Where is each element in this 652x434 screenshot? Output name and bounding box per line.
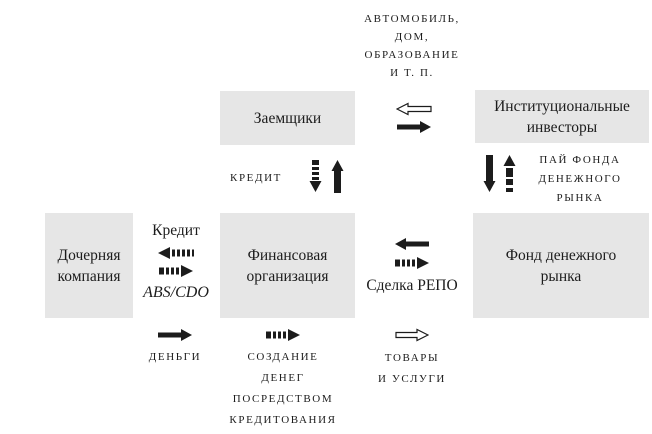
money-creation-flow: СОЗДАНИЕ ДЕНЕГ ПОСРЕДСТВОМ КРЕДИТОВАНИЯ bbox=[223, 329, 343, 431]
money-flow: ДЕНЬГИ bbox=[133, 329, 217, 367]
box-money-market-fund-label: рынка bbox=[540, 267, 582, 285]
box-financial-org-label: Финансовая bbox=[247, 246, 328, 264]
credit-vertical-arrows bbox=[309, 160, 344, 193]
arrow-left-dashed-icon bbox=[158, 247, 194, 259]
box-financial-org-label: организация bbox=[246, 267, 329, 285]
credit-flow-label-text: КРЕДИТ bbox=[230, 172, 282, 184]
credit-abs-flow: Кредит ABS/CDO bbox=[136, 221, 216, 303]
goods-label-line: И УСЛУГИ bbox=[378, 373, 446, 385]
goods-label: ТОВАРЫ И УСЛУГИ bbox=[378, 348, 446, 390]
mmf-share-label-line: ДЕНЕЖНОГО bbox=[538, 173, 622, 185]
arrow-up-dashed-icon bbox=[503, 155, 516, 192]
mmf-share-label: ПАЙ ФОНДА ДЕНЕЖНОГО РЫНКА bbox=[524, 151, 636, 208]
credit-abs-title: Кредит bbox=[152, 222, 200, 239]
arrow-up-solid-icon bbox=[331, 160, 344, 193]
top-goods-caption-line: ОБРАЗОВАНИЕ bbox=[364, 49, 460, 61]
arrow-right-solid-icon bbox=[158, 329, 192, 341]
box-borrowers-label: Заемщики bbox=[253, 109, 322, 127]
arrow-down-dashed-icon bbox=[309, 160, 322, 192]
money-label: ДЕНЬГИ bbox=[148, 351, 202, 363]
money-creation-label-line: СОЗДАНИЕ bbox=[247, 351, 319, 363]
arrow-right-dashed-icon bbox=[266, 329, 300, 341]
top-goods-caption-line: И Т. П. bbox=[390, 67, 434, 79]
box-institutional-investors: Институциональные инвесторы bbox=[475, 90, 649, 143]
arrow-right-dashed-icon bbox=[159, 265, 193, 277]
money-creation-label-line: ПОСРЕДСТВОМ bbox=[232, 393, 334, 405]
box-money-market-fund-label: Фонд денежного bbox=[505, 246, 617, 264]
box-borrowers: Заемщики bbox=[220, 91, 355, 145]
money-creation-label-line: КРЕДИТОВАНИЯ bbox=[229, 414, 337, 426]
goods-flow: ТОВАРЫ И УСЛУГИ bbox=[360, 328, 464, 390]
box-subsidiary-label: компания bbox=[57, 267, 121, 285]
box-institutional-investors-label: Институциональные bbox=[494, 97, 630, 115]
arrow-left-outline-icon bbox=[396, 102, 432, 116]
money-creation-label-line: ДЕНЕГ bbox=[261, 372, 305, 384]
arrow-right-dashed-icon bbox=[395, 257, 429, 269]
box-financial-org: Финансовая организация bbox=[220, 213, 355, 318]
arrow-down-solid-icon bbox=[483, 155, 496, 192]
box-money-market-fund: Фонд денежного рынка bbox=[473, 213, 649, 318]
credit-flow-label: КРЕДИТ bbox=[216, 169, 296, 188]
box-institutional-investors-label: инвесторы bbox=[526, 118, 598, 136]
borrowers-investors-arrows bbox=[396, 102, 432, 133]
arrow-right-solid-icon bbox=[397, 121, 431, 133]
box-subsidiary: Дочерняя компания bbox=[45, 213, 133, 318]
money-creation-label: СОЗДАНИЕ ДЕНЕГ ПОСРЕДСТВОМ КРЕДИТОВАНИЯ bbox=[229, 347, 336, 431]
arrow-right-outline-icon bbox=[395, 328, 429, 342]
top-goods-caption: АВТОМОБИЛЬ, ДОМ, ОБРАЗОВАНИЕ И Т. П. bbox=[330, 10, 494, 82]
mmf-share-label-line: РЫНКА bbox=[556, 192, 604, 204]
top-goods-caption-line: ДОМ, bbox=[394, 31, 430, 43]
repo-label: Сделка РЕПО bbox=[366, 277, 458, 294]
repo-flow: Сделка РЕПО bbox=[356, 238, 468, 296]
goods-label-line: ТОВАРЫ bbox=[384, 352, 440, 364]
abs-cdo-label: ABS/CDO bbox=[143, 284, 209, 301]
top-goods-caption-line: АВТОМОБИЛЬ, bbox=[364, 13, 460, 25]
box-subsidiary-label: Дочерняя bbox=[57, 246, 121, 264]
mmf-share-arrows bbox=[483, 155, 516, 192]
mmf-share-label-line: ПАЙ ФОНДА bbox=[539, 154, 621, 166]
arrow-left-solid-icon bbox=[395, 238, 429, 250]
